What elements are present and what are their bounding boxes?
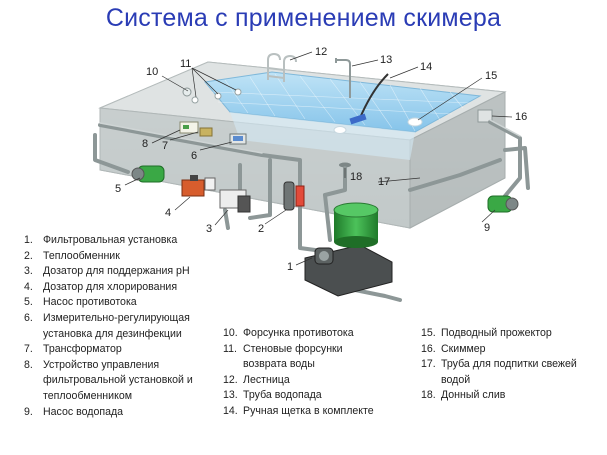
ladder-icon	[267, 52, 297, 82]
callout-15: 15	[485, 70, 497, 82]
legend-column-1: 1.Фильтровальная установка 2.Теплообменн…	[24, 233, 229, 420]
legend-item: 11.Стеновые форсунки возврата воды	[223, 342, 343, 371]
callout-9: 9	[484, 222, 490, 234]
waterfall-pump-icon	[487, 195, 519, 213]
callout-7: 7	[162, 140, 168, 152]
legend-item: 3.Дозатор для поддержания рН	[24, 265, 190, 278]
legend-item: 7.Трансформатор	[24, 343, 122, 356]
legend-item: 17.Труба для подпитки свежей водой	[421, 358, 577, 386]
bottom-drain-icon	[339, 162, 351, 168]
legend-item: 4.Дозатор для хлорирования	[24, 280, 178, 293]
legend-item: 16.Скиммер	[421, 342, 486, 355]
callout-16: 16	[515, 111, 527, 123]
legend-item: 18.Донный слив	[421, 389, 506, 402]
callout-8: 8	[142, 138, 148, 150]
legend-item: 14.Ручная щетка в комплекте	[223, 404, 374, 417]
legend-item: 9.Насос водопада	[24, 405, 124, 418]
callout-12: 12	[315, 46, 327, 58]
callout-11: 11	[180, 58, 191, 70]
transformer-icon	[199, 127, 213, 137]
legend-column-3: 15.Подводный прожектор 16.Скиммер 17.Тру…	[421, 326, 601, 404]
control-unit-icon	[179, 121, 199, 134]
callout-18: 18	[350, 171, 362, 183]
callout-6: 6	[191, 150, 197, 162]
legend-item: 10.Форсунка противотока	[223, 327, 354, 339]
legend-item: 1.Фильтровальная установка	[24, 234, 178, 246]
callout-17: 17	[378, 176, 390, 188]
legend-item: 5.Насос противотока	[24, 296, 137, 309]
callout-1: 1	[287, 261, 293, 273]
counter-current-pump-icon	[131, 165, 165, 183]
callout-2: 2	[258, 223, 264, 235]
hand-brush-icon	[349, 73, 389, 125]
filter-unit-icon	[304, 202, 393, 297]
heat-exchanger-icon	[283, 181, 305, 211]
legend-item: 8.Устройство управления фильтровальной у…	[24, 358, 193, 402]
callout-5: 5	[115, 183, 121, 195]
legend-item: 15.Подводный прожектор	[421, 327, 552, 339]
callout-leaders	[124, 51, 513, 266]
chlorine-doser-icon	[181, 175, 216, 197]
ph-doser-icon	[219, 189, 251, 213]
callout-4: 4	[165, 207, 171, 219]
wall-nozzles-icon	[191, 88, 242, 104]
callout-13: 13	[380, 54, 392, 66]
measuring-unit-icon	[229, 133, 247, 145]
legend-item: 2.Теплообменник	[24, 249, 120, 262]
legend-item: 6.Измерительно-регулирующая установка дл…	[24, 311, 190, 340]
diagram-title: Система с применением скимера	[105, 4, 502, 32]
callout-14: 14	[420, 61, 432, 73]
legend-column-2: 10.Форсунка противотока 11.Стеновые форс…	[223, 326, 413, 420]
legend-item: 12.Лестница	[223, 373, 290, 386]
callout-10: 10	[146, 66, 158, 78]
callout-3: 3	[206, 223, 212, 235]
waterfall-pipe-icon	[335, 58, 351, 98]
callout-numbers: 1 2 3 4 5 6 7 8 9 10 11 12 13 14 15 16 1…	[115, 46, 527, 273]
legend-item: 13.Труба водопада	[223, 389, 322, 402]
counter-current-nozzle-icon	[182, 87, 192, 97]
